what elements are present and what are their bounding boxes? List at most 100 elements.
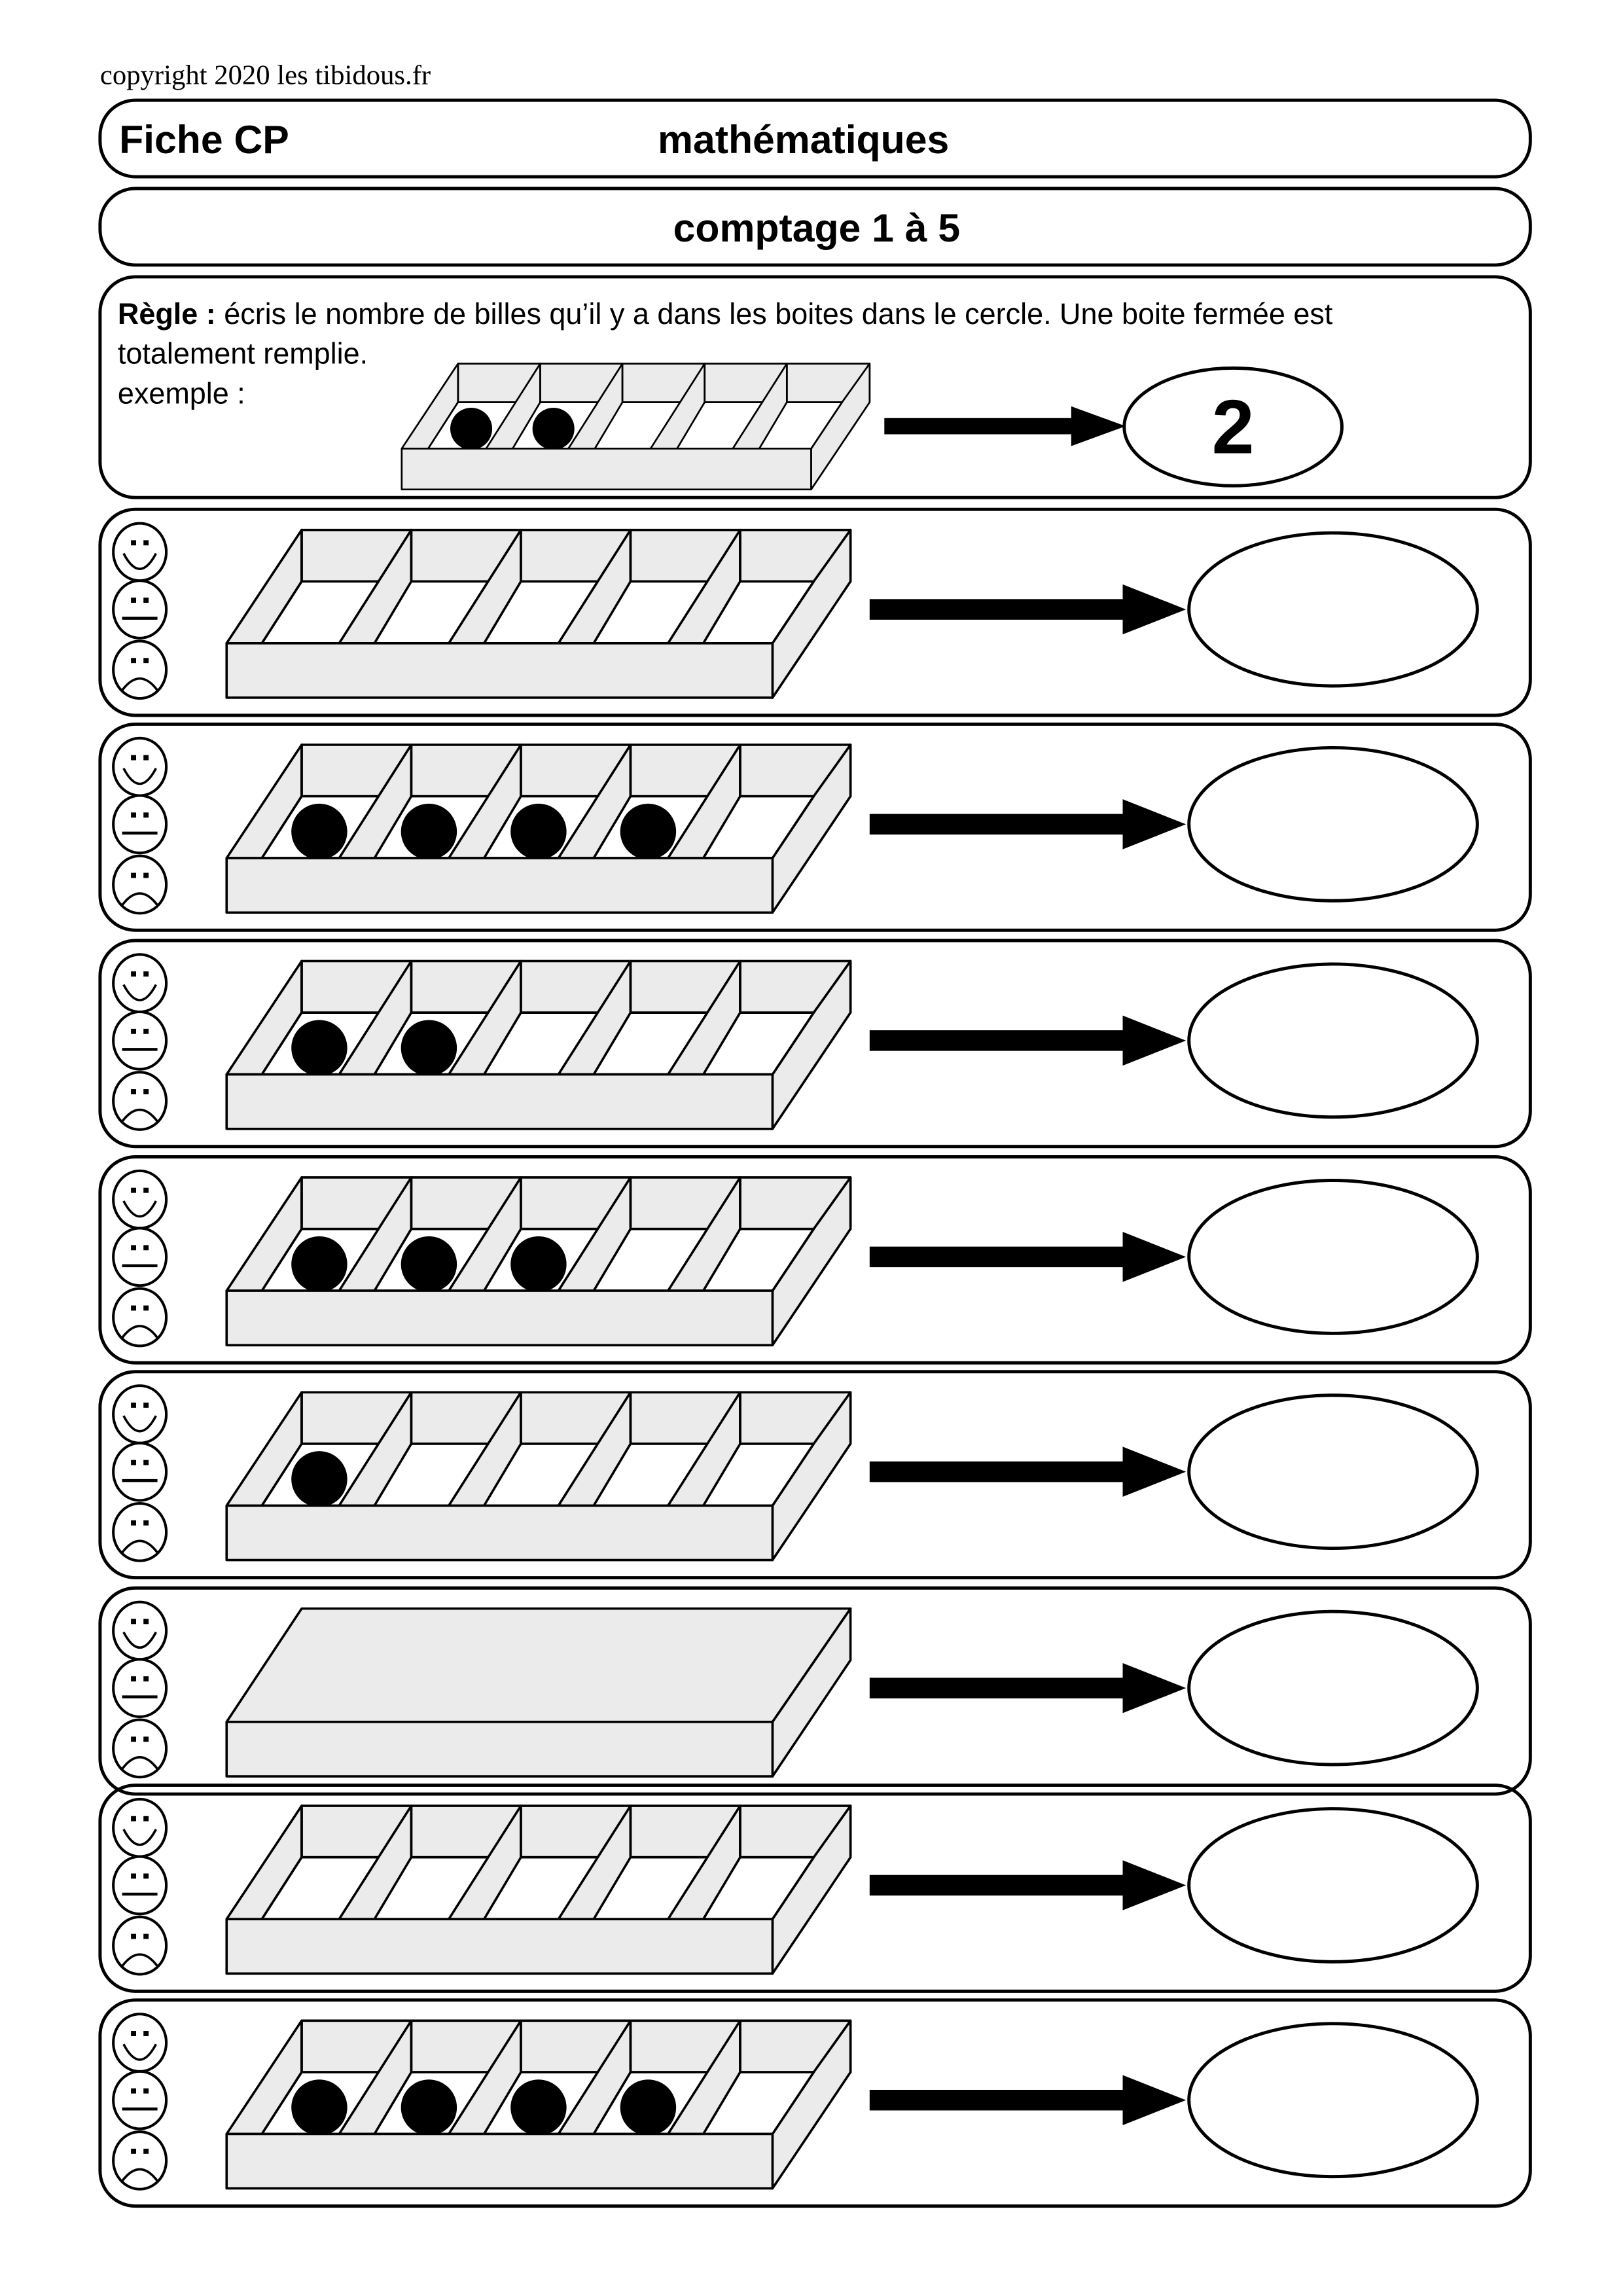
- marble: [450, 408, 493, 450]
- rule-text-line1: Règle : écris le nombre de billes qu’il …: [118, 297, 1333, 331]
- exercise-frame: [98, 1370, 1532, 1580]
- exercise-row: [98, 1586, 1532, 1796]
- exercise-frame: [98, 939, 1532, 1149]
- exercise-frame: [98, 722, 1532, 932]
- arrow-icon: [869, 1662, 1186, 1713]
- example-arrow: [884, 406, 1126, 446]
- answer-circle[interactable]: [1187, 1609, 1479, 1767]
- example-answer: 2: [1212, 384, 1255, 470]
- exercise-row: [98, 507, 1532, 717]
- smiley-sad-icon: [112, 854, 168, 915]
- smiley-neutral-icon: [112, 1855, 168, 1916]
- box-front: [225, 1289, 774, 1347]
- box-front: [225, 2132, 774, 2190]
- marble: [620, 2079, 677, 2136]
- smiley-sad-icon: [112, 1071, 168, 1131]
- smiley-sad-icon: [112, 639, 168, 700]
- marble-box: [225, 2019, 852, 2190]
- example-label: exemple :: [118, 376, 245, 410]
- example-marble-box: [401, 363, 871, 491]
- marble: [401, 1236, 457, 1293]
- answer-circle[interactable]: [1187, 1807, 1479, 1964]
- copyright-text: copyright 2020 les tibidous.fr: [100, 60, 431, 90]
- exercise-row: [98, 939, 1532, 1149]
- box-front: [225, 1073, 774, 1130]
- smiley-sad-icon: [112, 1501, 168, 1562]
- marble: [620, 803, 677, 860]
- arrow-icon: [869, 1860, 1186, 1910]
- arrow-icon: [869, 799, 1186, 850]
- exercise-frame: [98, 1586, 1532, 1796]
- arrow-icon: [869, 1232, 1186, 1282]
- example-answer-circle: [1122, 366, 1344, 488]
- box-front: [225, 1721, 774, 1778]
- marble-box: [225, 960, 852, 1130]
- exercise-row: [98, 1155, 1532, 1365]
- marble-box: [225, 1804, 852, 1975]
- exercise-frame: [98, 1998, 1532, 2208]
- answer-circle[interactable]: [1187, 745, 1479, 903]
- box-front: [401, 448, 812, 491]
- arrow-icon: [869, 1446, 1186, 1497]
- exercise-frame: [98, 1784, 1532, 1993]
- answer-circle[interactable]: [1187, 2022, 1479, 2179]
- rule-text-line2: totalement remplie.: [118, 337, 368, 370]
- answer-circle[interactable]: [1187, 1393, 1479, 1551]
- marble-box: [225, 744, 852, 914]
- arrow-icon: [869, 2075, 1186, 2125]
- smiley-sad-icon: [112, 1287, 168, 1348]
- level-label: Fiche CP: [119, 117, 289, 162]
- marble: [401, 803, 457, 860]
- box-front: [225, 641, 774, 699]
- marble: [510, 2079, 567, 2136]
- smiley-neutral-icon: [112, 794, 168, 855]
- exercise-frame: [98, 507, 1532, 717]
- marble-box: [225, 528, 852, 699]
- smiley-neutral-icon: [112, 2070, 168, 2130]
- title-box: comptage 1 à 5: [98, 187, 1532, 267]
- closed-marble-box: [225, 1607, 852, 1778]
- exercise-list: [98, 507, 1532, 2208]
- worksheet-title: comptage 1 à 5: [673, 206, 960, 250]
- answer-circle[interactable]: [1187, 1178, 1479, 1335]
- box-front: [225, 857, 774, 914]
- marble: [532, 408, 575, 450]
- marble: [291, 1020, 348, 1076]
- smiley-sad-icon: [112, 2130, 168, 2191]
- header-box: Fiche CP mathématiques: [98, 98, 1532, 179]
- smiley-happy-icon: [112, 1169, 168, 1230]
- box-lid: [225, 1607, 852, 1723]
- marble-box: [225, 1176, 852, 1347]
- arrow-icon: [869, 1015, 1186, 1066]
- marble: [291, 2079, 348, 2136]
- marble-box: [225, 1391, 852, 1562]
- smiley-neutral-icon: [112, 1658, 168, 1719]
- answer-circle[interactable]: [1187, 962, 1479, 1119]
- smiley-happy-icon: [112, 2013, 168, 2073]
- smiley-neutral-icon: [112, 1010, 168, 1071]
- marble: [401, 1020, 457, 1076]
- smiley-happy-icon: [112, 953, 168, 1014]
- arrow-icon: [869, 584, 1186, 635]
- exercise-row: [98, 1784, 1532, 1993]
- marble: [291, 803, 348, 860]
- subject-label: mathématiques: [658, 117, 949, 162]
- marble: [510, 1236, 567, 1293]
- answer-circle[interactable]: [1187, 531, 1479, 688]
- smiley-happy-icon: [112, 1384, 168, 1444]
- smiley-happy-icon: [112, 1797, 168, 1858]
- box-front: [225, 1918, 774, 1975]
- exercise-row: [98, 1998, 1532, 2208]
- smiley-sad-icon: [112, 1718, 168, 1779]
- marble: [291, 1236, 348, 1293]
- smiley-neutral-icon: [112, 579, 168, 639]
- smiley-happy-icon: [112, 1600, 168, 1661]
- smiley-neutral-icon: [112, 1227, 168, 1287]
- box-front: [225, 1504, 774, 1562]
- marble: [401, 2079, 457, 2136]
- rule-label: Règle :: [118, 297, 216, 331]
- smiley-happy-icon: [112, 522, 168, 583]
- exercise-row: [98, 722, 1532, 932]
- smiley-neutral-icon: [112, 1441, 168, 1502]
